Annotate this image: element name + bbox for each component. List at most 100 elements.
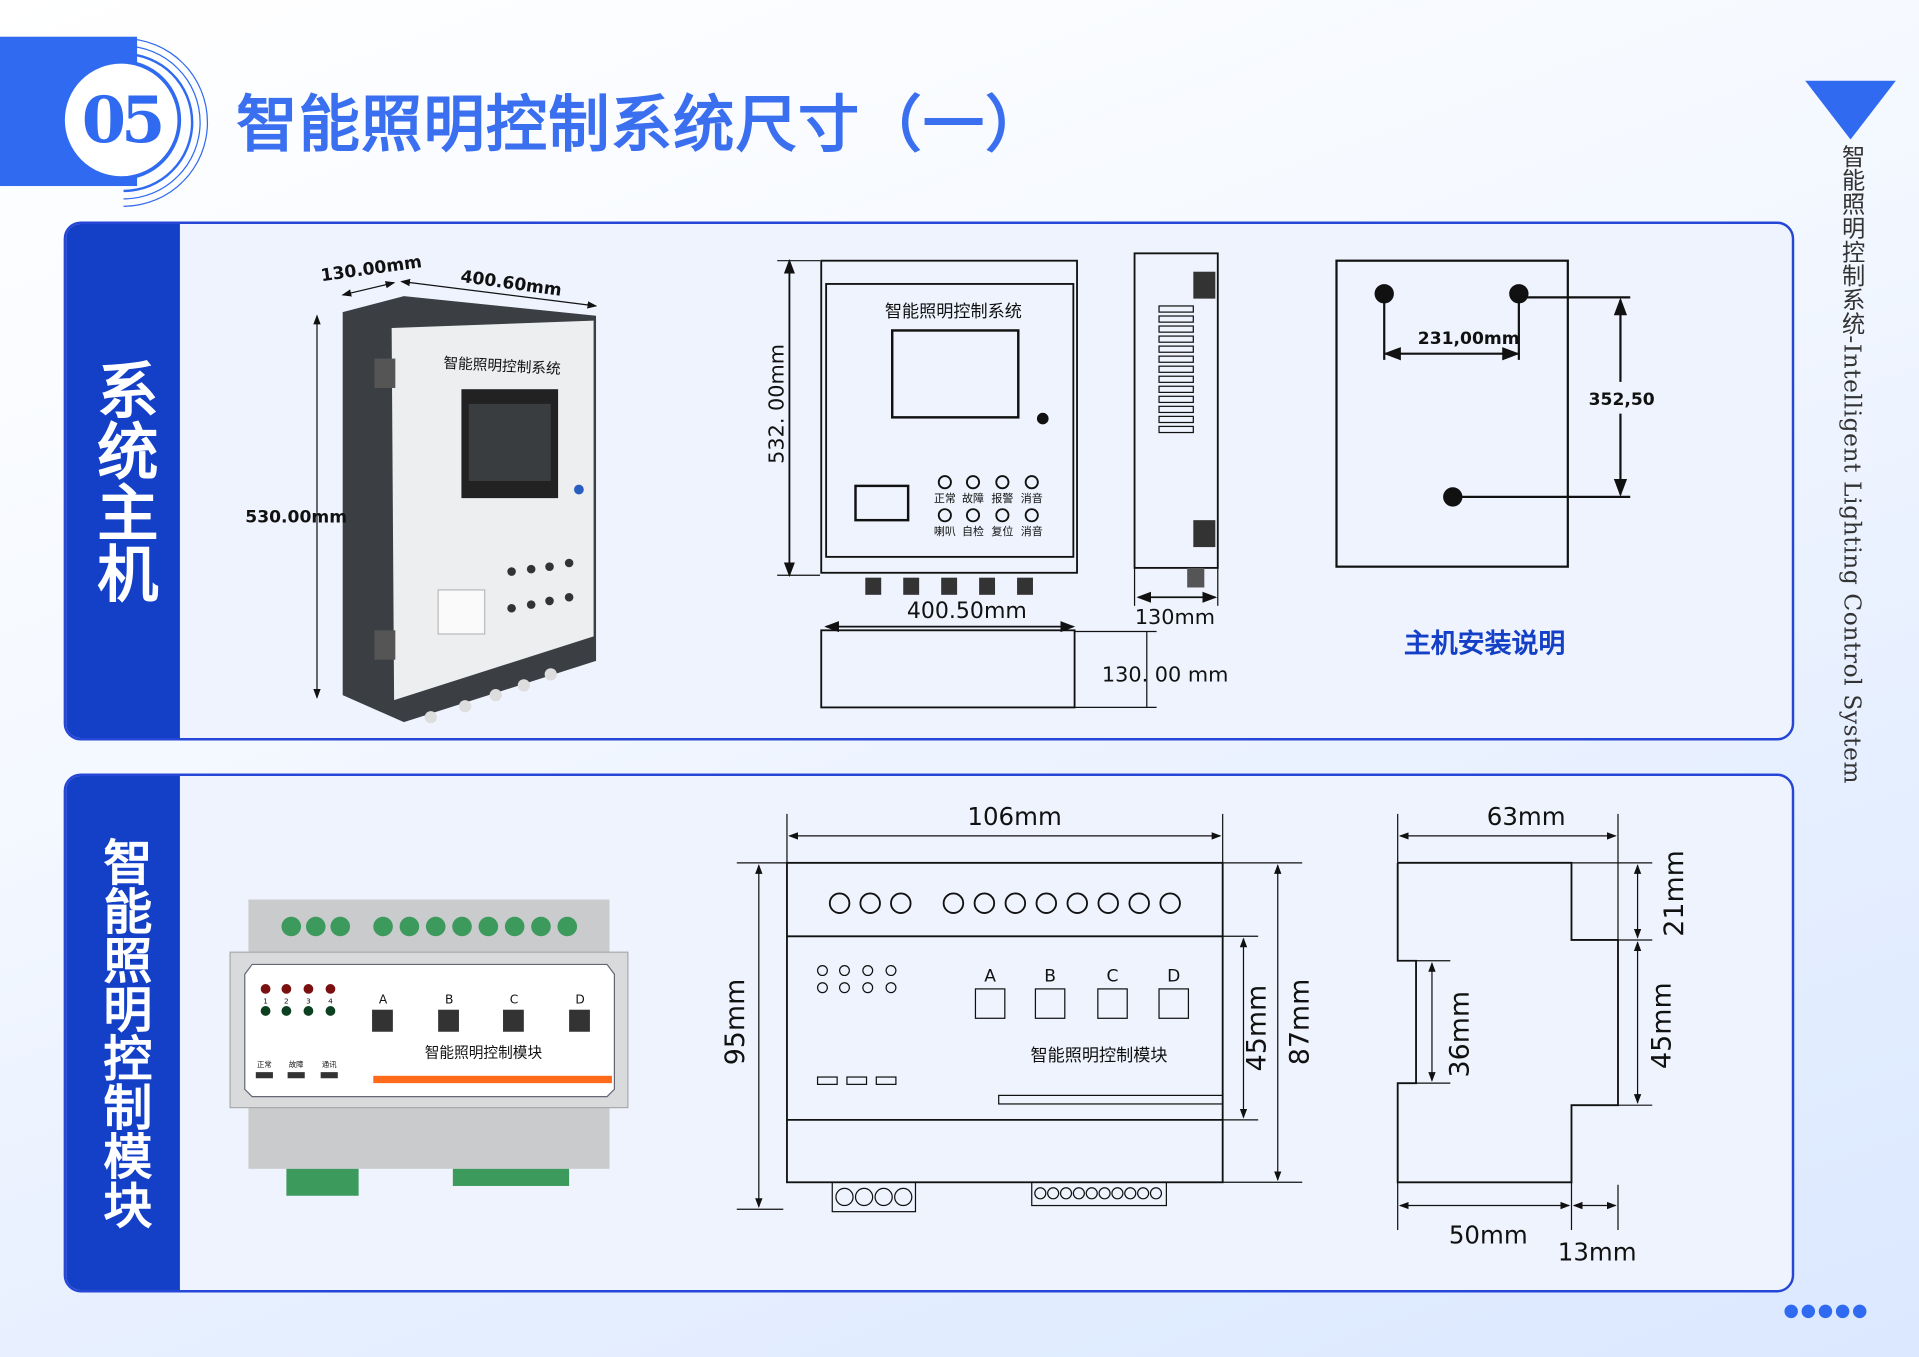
side-caption: 智能照明控制系统-Intelligent Lighting Control Sy… <box>1838 144 1866 785</box>
connector-circle <box>1085 1187 1098 1200</box>
indicator-circle <box>1024 475 1039 490</box>
terminal-screw <box>452 916 472 937</box>
mount-vertical-spacing: 352,50 <box>1589 390 1655 410</box>
terminal-circle <box>1128 892 1150 914</box>
side-rail-label: 36mm <box>1445 991 1476 1078</box>
button-circle <box>965 508 981 523</box>
led-number: 2 <box>284 997 289 1006</box>
button-label: 消音 <box>1021 524 1043 538</box>
channel-switch <box>1034 988 1066 1019</box>
channel-switch <box>372 1009 393 1032</box>
terminal-circle <box>1097 892 1119 914</box>
terminal-screw <box>425 916 446 937</box>
vent-slot <box>1158 385 1194 393</box>
button-label: 自检 <box>962 524 984 538</box>
led-circle <box>885 965 897 977</box>
vent-slot <box>1158 365 1194 373</box>
connector-circle <box>854 1187 874 1207</box>
module-width-label: 106mm <box>967 802 1061 831</box>
host-front-view <box>777 252 1219 709</box>
channel-label: A <box>984 967 996 987</box>
module-side-drawing <box>1396 813 1653 1231</box>
panel-module-label-strip: 智能照明控制模块 <box>66 775 180 1290</box>
terminal-circle <box>973 892 996 914</box>
channel-label: A <box>379 993 388 1007</box>
terminal-screw <box>373 916 393 937</box>
button-circle <box>995 508 1010 523</box>
led-circle <box>838 965 850 977</box>
led-number: 4 <box>328 997 333 1006</box>
led-circle <box>816 965 828 977</box>
led-number: 3 <box>306 997 311 1006</box>
bottom-depth-label: 130. 00 mm <box>1102 663 1229 687</box>
mount-hole-spacing: 231,00mm <box>1418 329 1520 349</box>
vent-slot <box>1158 395 1194 404</box>
vent-slot <box>1158 415 1194 424</box>
terminal-circle <box>1159 892 1181 914</box>
terminal-screw <box>531 916 551 937</box>
connector-circle <box>1098 1187 1111 1200</box>
channel-switch <box>974 988 1006 1019</box>
channel-switch <box>1097 988 1128 1019</box>
terminal-circle <box>1004 892 1027 914</box>
panel-host-label-strip: 系统主机 <box>66 223 180 739</box>
status-label: 通讯 <box>322 1060 337 1069</box>
mount-caption: 主机安装说明 <box>1404 628 1565 659</box>
button-label: 报警 <box>991 491 1013 505</box>
connector-circle <box>1059 1187 1073 1200</box>
module-front-drawing <box>736 813 1303 1213</box>
status-led <box>287 1072 305 1079</box>
terminal-screw <box>330 916 351 937</box>
side-depth-63-label: 63mm <box>1487 802 1566 831</box>
vent-slot <box>1158 305 1194 313</box>
terminal-screw <box>478 916 499 937</box>
connector-circle <box>1137 1187 1150 1200</box>
side-mid-step-label: 45mm <box>1647 982 1678 1069</box>
terminal-circle <box>890 892 912 914</box>
front-height-label: 532. 00mm <box>764 344 788 464</box>
channel-label: C <box>510 993 519 1007</box>
connector-circle <box>1034 1187 1047 1200</box>
button-label: 消音 <box>1021 491 1043 505</box>
terminal-circle <box>859 892 881 914</box>
terminal-screw <box>281 916 302 937</box>
channel-switch <box>503 1009 524 1032</box>
led-green <box>303 1006 314 1016</box>
vent-slot <box>1158 375 1194 383</box>
led-number: 1 <box>263 997 268 1006</box>
led-circle <box>816 982 828 994</box>
module-mid-height-label: 45mm <box>1242 985 1273 1072</box>
terminal-circle <box>942 892 965 914</box>
button-circle <box>1024 508 1039 523</box>
led-green <box>325 1006 336 1016</box>
terminal-circle <box>1066 892 1088 914</box>
module-height-label: 95mm <box>720 979 751 1066</box>
terminal-screw <box>504 916 525 937</box>
page-indicator <box>1784 1304 1867 1319</box>
led-red <box>325 984 336 994</box>
front-width-label: 400.50mm <box>907 599 1027 624</box>
host-cabinet-photo: 智能照明控制系统 530.00mm 130.00mm 400.60mm <box>245 252 598 724</box>
channel-switch <box>438 1009 459 1032</box>
channel-label: C <box>1107 967 1119 987</box>
side-base-depth-label: 50mm <box>1449 1220 1528 1249</box>
button-circle <box>937 508 952 523</box>
mount-diagram <box>1335 259 1631 568</box>
terminal-screw <box>557 916 578 937</box>
connector-circle <box>1124 1187 1137 1200</box>
vent-slot <box>1158 335 1194 343</box>
led-circle <box>862 965 874 977</box>
status-led <box>320 1072 338 1079</box>
led-green <box>260 1006 271 1016</box>
terminal-circle <box>1035 892 1058 914</box>
led-red <box>260 984 271 994</box>
connector-circle <box>1047 1187 1060 1200</box>
page-title: 智能照明控制系统尺寸（一） <box>236 88 1048 161</box>
status-label: 正常 <box>257 1060 272 1069</box>
connector-circle <box>1111 1187 1124 1200</box>
connector-circle <box>874 1187 893 1207</box>
led-circle <box>885 982 897 994</box>
vent-slot <box>1158 345 1194 353</box>
